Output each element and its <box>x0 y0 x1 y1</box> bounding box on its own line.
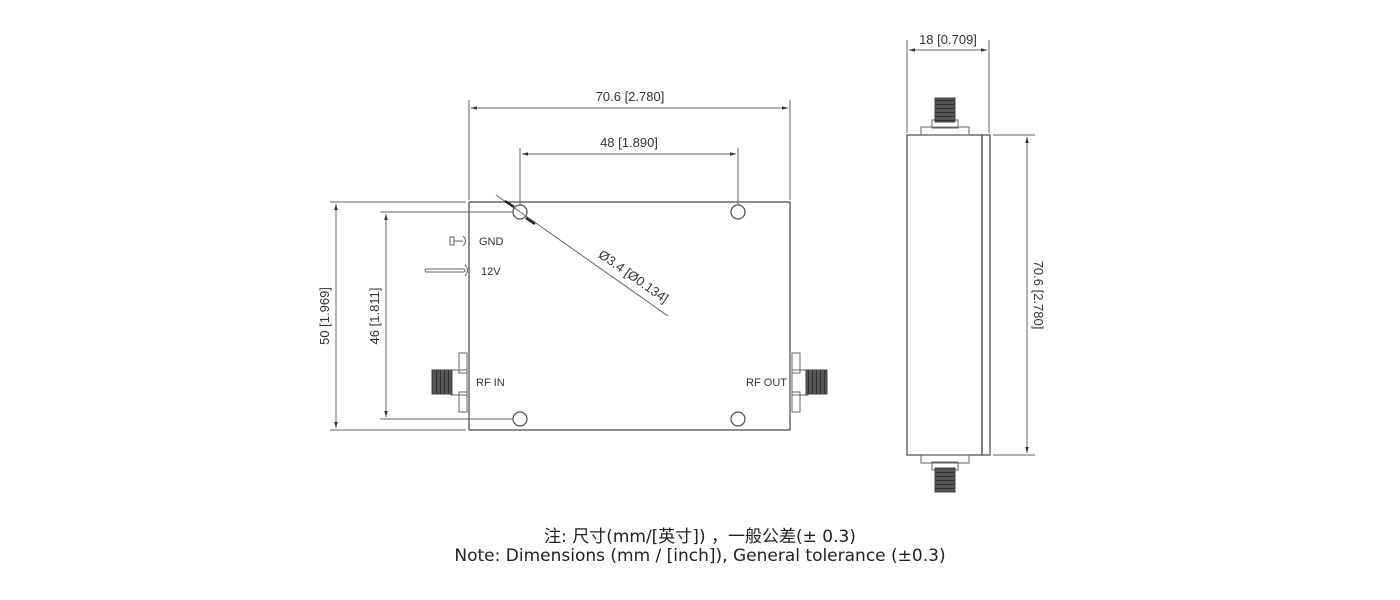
hole-diameter-leader: Ø3.4 [Ø0.134] <box>495 194 672 317</box>
thickness-dimension: 18 [0.709] <box>906 32 990 133</box>
svg-text:70.6 [2.780]: 70.6 [2.780] <box>1031 261 1046 330</box>
svg-text:46 [1.811]: 46 [1.811] <box>367 288 382 345</box>
rf-in-connector: RF IN <box>431 352 505 413</box>
mounting-hole-bottom-left <box>512 411 528 427</box>
svg-text:RF OUT: RF OUT <box>746 377 787 389</box>
length-dimension: 70.6 [2.780] <box>993 134 1046 456</box>
12v-pin: 12V <box>424 264 501 278</box>
side-lid <box>981 134 991 456</box>
svg-text:18 [0.709]: 18 [0.709] <box>919 32 977 47</box>
rf-out-connector: RF OUT <box>746 352 828 413</box>
mounting-hole-top-right <box>730 204 746 220</box>
mounting-hole-bottom-right <box>730 411 746 427</box>
hole-spacing-dimension: 48 [1.890] <box>519 135 739 205</box>
width-dimension: 70.6 [2.780] <box>468 89 791 200</box>
gnd-pin: GND <box>449 235 504 248</box>
svg-text:RF IN: RF IN <box>476 377 505 389</box>
side-top-connector <box>920 97 970 136</box>
side-body <box>906 134 983 456</box>
svg-text:70.6 [2.780]: 70.6 [2.780] <box>596 89 665 104</box>
enclosure-outline <box>468 201 791 431</box>
hole-height-dimension: 46 [1.811] <box>367 211 513 420</box>
note-chinese: 注: 尺寸(mm/[英寸]) ，一般公差(± 0.3) <box>544 527 856 547</box>
side-bottom-connector <box>920 454 970 493</box>
svg-text:Ø3.4 [Ø0.134]: Ø3.4 [Ø0.134] <box>596 247 672 306</box>
note-english: Note: Dimensions (mm / [inch]), General … <box>454 546 946 566</box>
svg-text:50 [1.969]: 50 [1.969] <box>317 287 332 345</box>
front-view: 70.6 [2.780] 48 [1.890] 50 [1.969] 46 [1… <box>317 89 828 431</box>
svg-text:GND: GND <box>479 236 504 248</box>
side-view: 18 [0.709] 70.6 [2.780] <box>906 32 1046 493</box>
svg-text:48 [1.890]: 48 [1.890] <box>600 135 658 150</box>
height-dimension: 50 [1.969] <box>317 201 466 431</box>
svg-text:12V: 12V <box>481 266 501 278</box>
